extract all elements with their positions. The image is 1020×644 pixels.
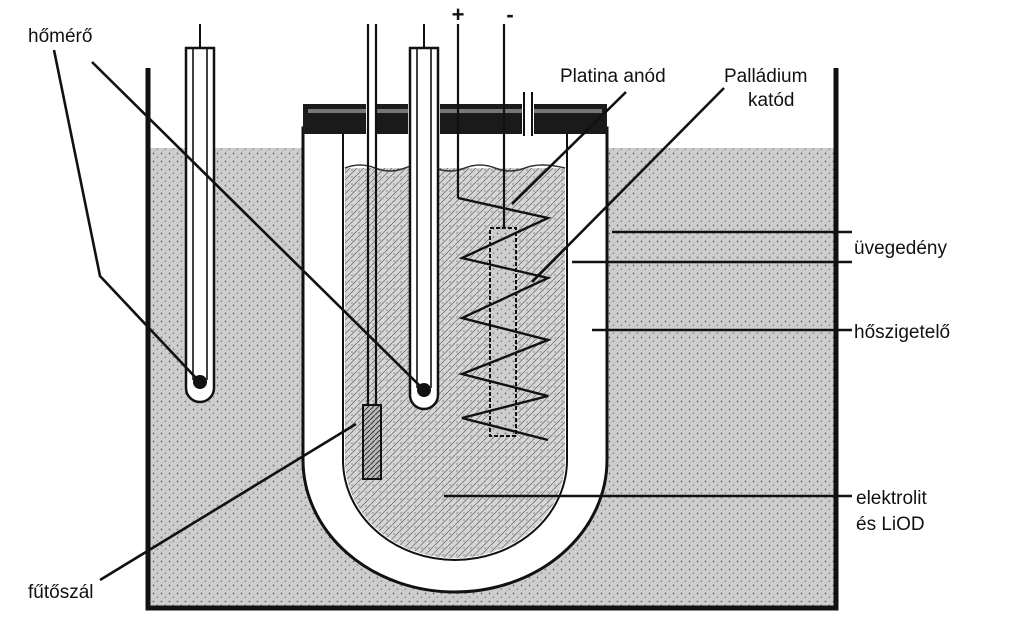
electrode-leads [456,24,506,228]
plus-sign: + [452,2,465,27]
label-glass-vessel: üvegedény [854,238,947,259]
platinum-anode-coil [457,196,552,442]
heating-element [362,404,382,480]
thermometer-leader-outer [52,49,197,379]
cathode-leader [531,87,725,283]
minus-sign: - [506,2,513,27]
electrolyte-surface [344,164,566,172]
heating-wire-leader [99,422,357,582]
thermometer-bulb-outer [193,375,207,389]
container-walls [145,68,839,611]
leader-lines [52,49,852,582]
label-palladium-cathode-1: Palládium [724,66,807,87]
label-electrolyte-2: és LiOD [856,514,925,535]
thermometer-outer [184,24,216,404]
glass-vessel-inner-wall [342,128,568,561]
thermometer-inner [408,24,440,411]
anode-leader [511,91,627,205]
thermometer-leader-inner [91,61,421,387]
label-thermometer: hőmérő [28,26,92,47]
label-electrolyte-1: elektrolit [856,488,927,509]
label-palladium-cathode-2: katód [748,90,794,111]
thermometer-bulb-inner [417,383,431,397]
label-platinum-anode: Platina anód [560,66,666,87]
label-heating-wire: fűtőszál [28,582,93,603]
vessel-lid [303,92,607,138]
label-insulator: hőszigetelő [854,322,950,343]
